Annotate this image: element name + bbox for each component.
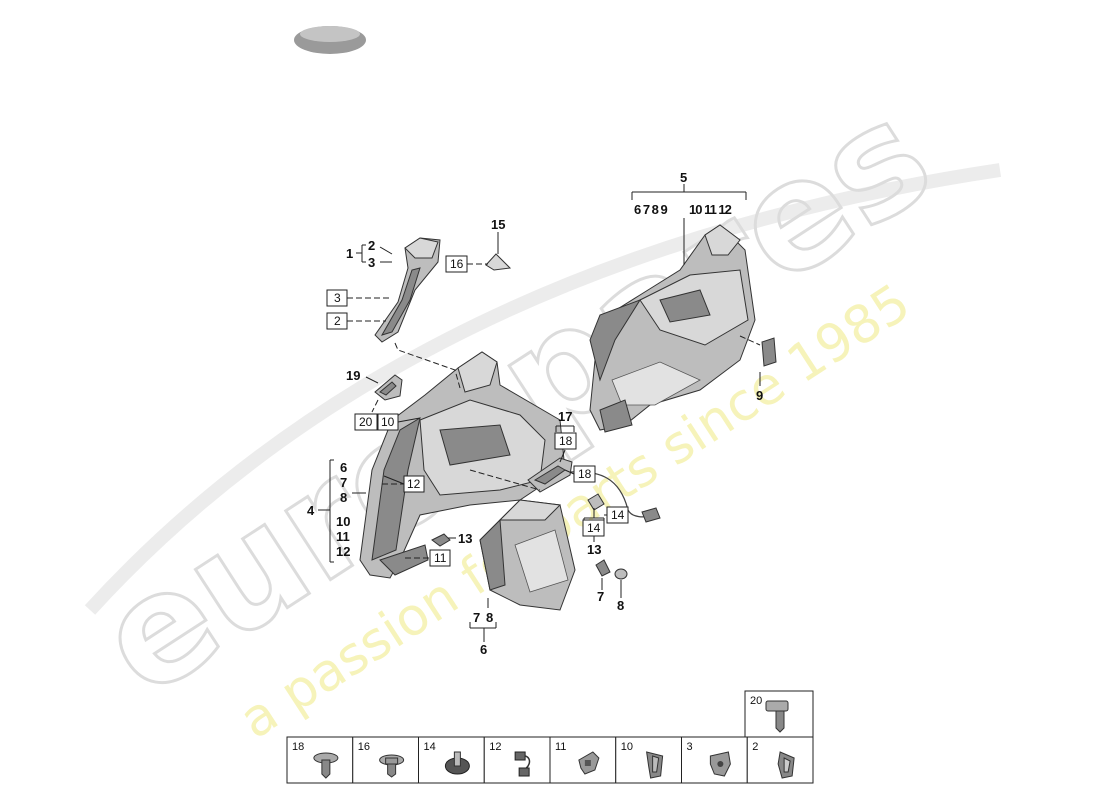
trim-clip-icon [709,751,731,777]
callout-8: 8 [617,598,624,613]
side-trim-panel-left [359,351,566,579]
callout-box-2 [326,312,348,330]
callout-box-14 [582,519,605,537]
callout-3-top: 3 [368,255,375,270]
callout-20: 20 [359,415,373,429]
callout-4-sub-8: 8 [340,490,347,505]
car-thumbnail-icon [294,26,366,54]
small-clip-part [485,253,512,271]
callout-6: 6 [480,642,487,657]
callout-3-box: 3 [334,291,341,305]
callout-14-right: 14 [611,508,625,522]
callout-4: 4 [307,503,315,518]
fastener-number: 10 [621,741,633,753]
callout-box-16 [445,255,468,273]
callout-18: 18 [578,467,592,481]
callout-13-left: 13 [458,531,472,546]
side-trim-panel-right [589,224,756,433]
callout-5-subs-right: 10 11 12 [689,202,732,217]
spring-clip-icon [646,751,664,779]
fastener-cell-11[interactable]: 11 [549,736,617,784]
callout-5-subs-left: 6 7 8 9 [634,202,668,217]
fastener-number: 11 [555,741,566,753]
callout-6-sub-7: 7 [473,610,480,625]
callout-2-top: 2 [368,238,375,253]
callout-box-20 [354,413,378,431]
fastener-number-20: 20 [750,695,762,707]
fastener-cell-3[interactable]: 3 [681,736,748,784]
fastener-cell-2[interactable]: 2 [746,736,814,784]
fastener-part-8 [614,568,628,580]
bracket-part [374,374,403,401]
callout-6-sub-8: 8 [486,610,493,625]
screw-flat-head-icon [313,752,339,779]
fastener-cell-14[interactable]: 14 [418,736,485,784]
fastener-strip: 20 18 16 14 12 11 10 3 2 [286,690,814,784]
callout-18-top: 18 [559,434,573,448]
callout-4-sub-10: 10 [336,514,350,529]
callout-4-sub-6: 6 [340,460,347,475]
trunk-light-part [527,457,661,523]
callout-11: 11 [434,551,447,565]
clip-part-13 [431,533,451,547]
callout-19: 19 [346,368,360,383]
storage-bin-part [479,499,576,611]
callout-box-10 [377,413,399,431]
callout-15: 15 [491,217,505,232]
callout-12: 12 [407,477,421,491]
callout-box-14-right [606,506,629,524]
callout-4-sub-7: 7 [340,475,347,490]
callout-box-18-top [554,432,577,450]
callout-box-18 [573,465,596,483]
fastener-cell-10[interactable]: 10 [615,736,682,784]
push-rivet-icon [444,751,470,775]
callout-13: 13 [587,542,601,557]
trim-clip-small-icon [777,751,795,779]
fastener-number: 14 [424,741,436,753]
callout-box-3 [326,289,348,307]
fastener-number: 16 [358,741,370,753]
fastener-number: 2 [752,741,758,753]
fastener-cell-16[interactable]: 16 [352,736,419,784]
fastener-number: 18 [292,741,304,753]
callout-17: 17 [558,409,572,424]
callout-4-sub-11: 11 [336,529,350,544]
callout-14: 14 [587,521,601,535]
callout-7: 7 [597,589,604,604]
callout-16: 16 [450,257,464,271]
fastener-cell-12[interactable]: 12 [483,736,551,784]
cable-connector-icon [514,751,531,777]
callout-box-12 [403,475,425,493]
fastener-number: 12 [489,741,501,753]
callout-9: 9 [756,388,763,403]
callout-box-11 [429,549,451,567]
leader-lines [318,184,761,642]
callout-10: 10 [381,415,395,429]
screw-long-icon [765,700,789,733]
callout-1: 1 [346,246,353,261]
bracket-clip-icon [578,751,600,775]
callouts: 1 2 3 15 16 3 2 5 6 7 8 9 10 11 12 19 20… [307,170,763,657]
callout-5: 5 [680,170,687,185]
callout-2-box: 2 [334,314,341,328]
fastener-part-7 [595,559,611,577]
callout-4-sub-12: 12 [336,544,350,559]
screw-flange-icon [379,754,405,778]
pad-part-9 [761,337,777,367]
fastener-number: 3 [687,741,693,753]
pillar-trim-part [374,237,441,343]
fastener-cell-18[interactable]: 18 [286,736,354,784]
